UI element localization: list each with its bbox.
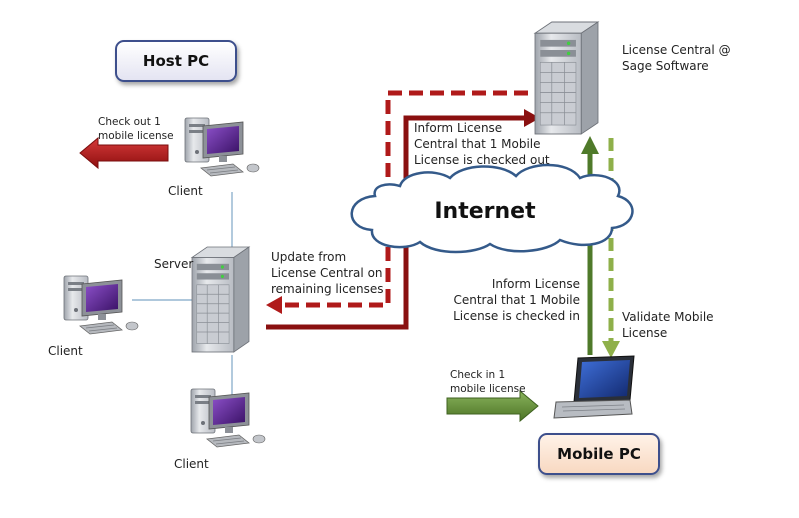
inform-out-line1: Inform License	[414, 121, 503, 135]
update-line1: Update from	[271, 250, 347, 264]
client-left-label: Client	[48, 344, 83, 358]
arrow-head-left-icon	[266, 296, 282, 314]
update-from-note: Update from License Central on remaining…	[271, 249, 384, 297]
validate-note: Validate Mobile License	[622, 309, 714, 341]
inform-checked-in-note: Inform License Central that 1 Mobile Lic…	[448, 276, 580, 324]
client-bottom-label: Client	[174, 457, 209, 471]
update-line3: remaining licenses	[271, 282, 384, 296]
server-label: Server	[154, 257, 194, 271]
inform-out-line2: Central that 1 Mobile	[414, 137, 541, 151]
checkout-line1: Check out 1	[98, 116, 161, 128]
checkin-arrow-icon	[446, 389, 539, 423]
arrow-head-up-icon	[581, 136, 599, 154]
update-line2: License Central on	[271, 266, 383, 280]
cloud-icon	[350, 163, 634, 254]
checkin-line1: Check in 1	[450, 369, 506, 381]
inform-out-line3: License is checked out	[414, 153, 550, 167]
checkout-line2: mobile license	[98, 130, 174, 142]
client-bottom-desktop-icon	[190, 388, 266, 448]
validate-arrow-dashed	[602, 138, 620, 358]
host-pc-box: Host PC	[115, 40, 237, 82]
checkin-note: Check in 1 mobile license	[450, 368, 526, 396]
client-top-desktop-icon	[184, 117, 260, 177]
inform-in-line1: Inform License	[491, 277, 580, 291]
license-central-line2: Sage Software	[622, 59, 709, 73]
network-links	[132, 192, 233, 398]
inform-in-line3: License is checked in	[453, 309, 580, 323]
validate-line1: Validate Mobile	[622, 310, 714, 324]
inform-in-line2: Central that 1 Mobile	[453, 293, 580, 307]
validate-line2: License	[622, 326, 668, 340]
laptop-icon	[553, 355, 635, 419]
checkout-note: Check out 1 mobile license	[98, 115, 174, 143]
mobile-pc-box: Mobile PC	[538, 433, 660, 475]
checkin-line2: mobile license	[450, 383, 526, 395]
license-central-label: License Central @ Sage Software	[622, 42, 731, 74]
arrow-head-right-icon	[524, 109, 540, 127]
update-arrow-dashed	[266, 90, 528, 314]
checkout-arrow-icon	[79, 136, 169, 170]
client-top-label: Client	[168, 184, 203, 198]
client-left-desktop-icon	[63, 275, 139, 335]
license-central-server-icon	[534, 21, 599, 135]
internet-label: Internet	[434, 199, 536, 224]
mobile-pc-title: Mobile PC	[557, 445, 641, 463]
license-central-line1: License Central @	[622, 43, 731, 57]
host-pc-title: Host PC	[142, 52, 210, 70]
host-server-icon	[191, 246, 250, 353]
inform-checked-out-note: Inform License Central that 1 Mobile Lic…	[414, 120, 550, 168]
arrow-head-down-icon	[602, 341, 620, 358]
